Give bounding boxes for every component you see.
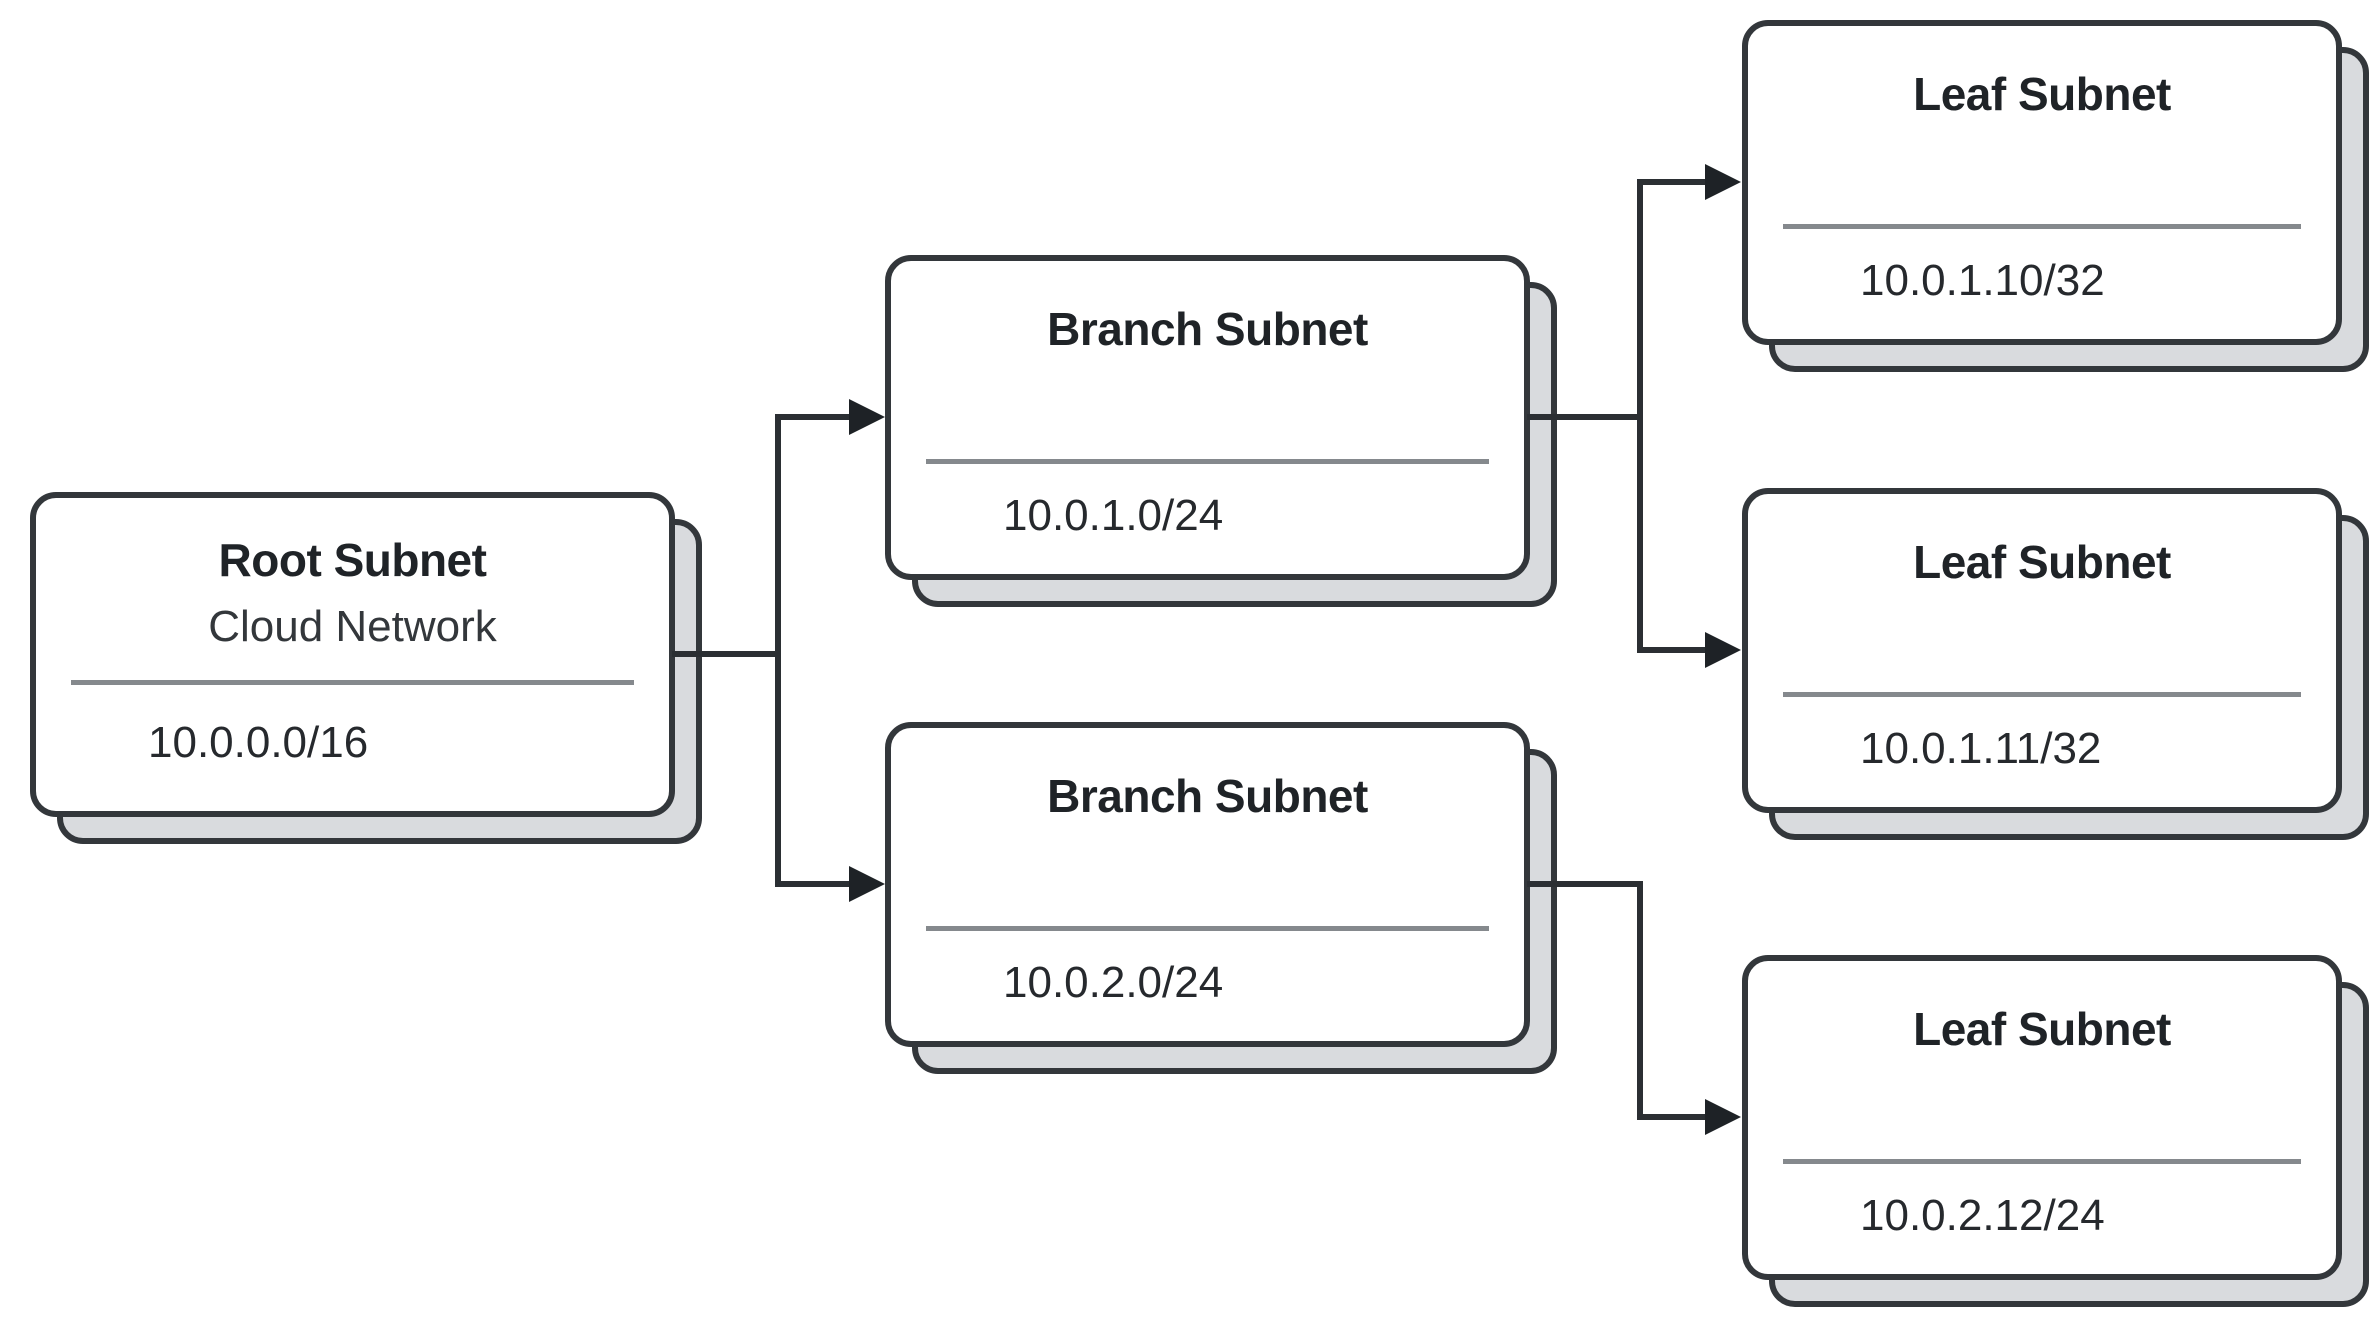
node-cidr: 10.0.0.0/16 — [148, 718, 369, 767]
arrowhead-icon — [849, 399, 885, 435]
card-face: Branch Subnet 10.0.2.0/24 — [885, 722, 1530, 1047]
node-cidr: 10.0.1.0/24 — [1003, 491, 1224, 540]
card-face: Root Subnet Cloud Network 10.0.0.0/16 — [30, 492, 675, 817]
node-divider — [1783, 692, 2301, 697]
node-divider — [71, 680, 634, 685]
node-title: Root Subnet — [218, 534, 487, 586]
card-face: Leaf Subnet 10.0.1.10/32 — [1742, 20, 2342, 345]
node-card-branch-subnet-1: Branch Subnet 10.0.1.0/24 — [885, 255, 1557, 607]
node-cidr: 10.0.2.0/24 — [1003, 958, 1224, 1007]
node-subtitle: Cloud Network — [208, 602, 497, 651]
arrowhead-icon — [1705, 164, 1741, 200]
node-cidr: 10.0.1.10/32 — [1860, 256, 2105, 305]
node-title: Branch Subnet — [1047, 303, 1368, 355]
node-divider — [926, 459, 1489, 464]
node-title: Leaf Subnet — [1913, 536, 2171, 588]
node-divider — [1783, 224, 2301, 229]
node-card-leaf-subnet-2: Leaf Subnet 10.0.1.11/32 — [1742, 488, 2374, 840]
node-card-root-subnet: Root Subnet Cloud Network 10.0.0.0/16 — [30, 492, 702, 844]
card-face: Branch Subnet 10.0.1.0/24 — [885, 255, 1530, 580]
node-card-leaf-subnet-1: Leaf Subnet 10.0.1.10/32 — [1742, 20, 2374, 372]
node-title: Leaf Subnet — [1913, 68, 2171, 120]
arrowhead-icon — [1705, 632, 1741, 668]
card-face: Leaf Subnet 10.0.1.11/32 — [1742, 488, 2342, 813]
node-card-branch-subnet-2: Branch Subnet 10.0.2.0/24 — [885, 722, 1557, 1074]
node-cidr: 10.0.1.11/32 — [1860, 724, 2102, 773]
arrowhead-icon — [849, 866, 885, 902]
node-title: Leaf Subnet — [1913, 1003, 2171, 1055]
node-card-leaf-subnet-3: Leaf Subnet 10.0.2.12/24 — [1742, 955, 2374, 1307]
card-face: Leaf Subnet 10.0.2.12/24 — [1742, 955, 2342, 1280]
node-divider — [1783, 1159, 2301, 1164]
node-cidr: 10.0.2.12/24 — [1860, 1191, 2105, 1240]
node-title: Branch Subnet — [1047, 770, 1368, 822]
node-divider — [926, 926, 1489, 931]
arrowhead-icon — [1705, 1099, 1741, 1135]
